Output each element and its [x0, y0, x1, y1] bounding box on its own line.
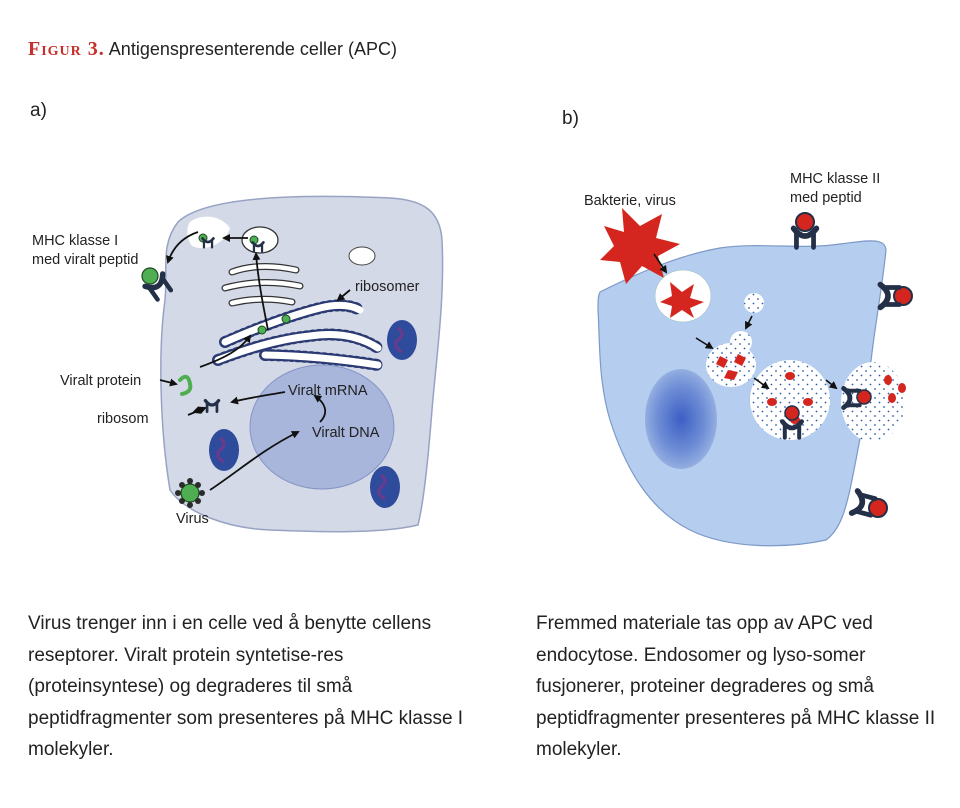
- mhc1-peptide: [141, 267, 159, 285]
- peptide-fragment: [884, 375, 892, 385]
- golgi-cisterna: [222, 280, 303, 291]
- panel-b-letter: b): [562, 108, 579, 129]
- rough-er: [221, 301, 364, 346]
- arrow-to-mhc1: [166, 231, 199, 264]
- mhc2-surface-peptide: [868, 498, 888, 518]
- vesicle: [348, 246, 376, 266]
- arrow-to-membrane: [825, 379, 838, 390]
- nucleus-a: [249, 364, 395, 490]
- mhc2-peptide: [856, 389, 872, 405]
- mitochondrion: [209, 429, 239, 471]
- endolysosome-dots: [706, 343, 756, 387]
- golgi-cisterna: [229, 264, 299, 275]
- mhc2-peptide: [784, 405, 800, 421]
- label-ribosom: ribosom: [97, 411, 149, 427]
- arrow-bacterium-in: [653, 253, 668, 274]
- antigen-fragments: [716, 354, 746, 380]
- arrow-protein-to-er: [199, 334, 252, 368]
- membrane-notch: [187, 216, 230, 248]
- panel-a-arrows: [159, 231, 351, 491]
- arrow-dna-to-mrna: [313, 394, 327, 423]
- figure-title-text: Antigenspresenterende celler (APC): [108, 39, 397, 59]
- mhc2-surface-peptide: [893, 286, 913, 306]
- mitochondrion-crista: [216, 436, 226, 464]
- peptide-fragment: [898, 383, 906, 393]
- label-viralt-dna: Viralt DNA: [312, 425, 380, 441]
- label-mhc-klasse-ii: MHC klasse II med peptid: [790, 171, 881, 206]
- figure-label: Figur 3.: [28, 38, 105, 60]
- label-bakterie-virus: Bakterie, virus: [584, 193, 676, 209]
- label-ribosomer: ribosomer: [355, 279, 420, 295]
- rough-er: [261, 351, 382, 369]
- label-viralt-protein: Viralt protein: [60, 373, 142, 389]
- transport-vesicle: [241, 226, 279, 254]
- caption-b: Fremmed materiale tas opp av APC ved end…: [536, 613, 936, 760]
- mitochondrion-crista: [394, 326, 404, 354]
- lysosome-large-dots: [750, 360, 830, 440]
- rough-er: [214, 331, 382, 364]
- figure-title: Figur 3. Antigenspresenterende celler (A…: [28, 38, 397, 61]
- arrow-vesicle-down: [745, 315, 753, 330]
- mitochondrion-crista: [377, 473, 387, 501]
- panel-b-cell: [597, 208, 913, 547]
- arrow-virus-to-dna: [209, 431, 300, 491]
- peptide-fragment: [888, 393, 896, 403]
- viral-peptide: [281, 314, 291, 324]
- caption-a: Virus trenger inn i en celle ved å benyt…: [28, 613, 464, 760]
- virus-particle: [175, 478, 205, 508]
- mitochondrion: [387, 320, 417, 360]
- arrow-ribosom: [187, 406, 207, 416]
- viral-peptide: [257, 325, 267, 335]
- mitochondrion: [370, 466, 400, 508]
- viral-protein: [178, 374, 193, 396]
- label-mhc-klasse-i: MHC klasse I med viralt peptid: [32, 233, 139, 268]
- nucleus-b: [645, 369, 717, 469]
- label-virus: Virus: [176, 511, 209, 527]
- mhc2-surface-peptide: [795, 212, 815, 232]
- panel-a-cell: [141, 195, 444, 533]
- engulfed-antigen: [660, 282, 704, 318]
- arrow-mrna-to-ribosome: [230, 391, 286, 405]
- diagram-canvas: [141, 195, 913, 547]
- panel-b-arrows: [653, 253, 838, 390]
- arrow-ribosomer: [336, 289, 351, 302]
- panel-a-letter: a): [30, 100, 47, 121]
- lysosome-vesicle-dots: [744, 293, 764, 313]
- arrow-er-to-golgi: [252, 252, 269, 331]
- arrow-to-lysosome: [753, 377, 770, 390]
- label-viralt-mrna: Viralt mRNA: [288, 383, 368, 399]
- arrow-viralt-protein: [159, 378, 178, 387]
- arrow-to-endosome: [695, 337, 714, 350]
